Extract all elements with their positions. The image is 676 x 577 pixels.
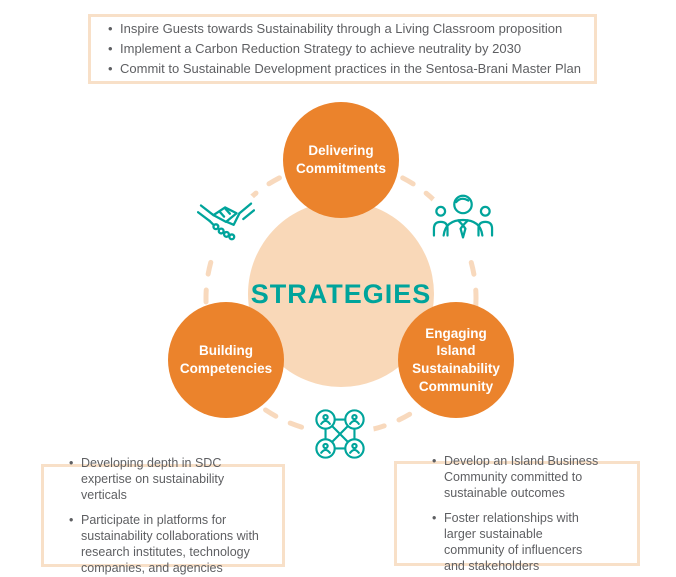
strategies-title: STRATEGIES [250, 278, 432, 309]
competency-bullet: Developing depth in SDC expertise on sus… [68, 455, 270, 503]
node-delivering-commitments: Delivering Commitments [283, 102, 399, 218]
node-label: Building Competencies [179, 343, 273, 376]
community-network-icon [306, 402, 374, 466]
community-bullet: Foster relationships with larger sustain… [431, 510, 603, 574]
competency-bullet: Participate in platforms for sustainabil… [68, 512, 270, 576]
node-label: Delivering Commitments [295, 143, 386, 176]
engaging-community-box: Develop an Island Business Community com… [394, 453, 640, 573]
handshake-icon [190, 186, 262, 252]
dashed-ring [203, 160, 479, 436]
commitment-bullet: Commit to Sustainable Development practi… [107, 59, 584, 79]
building-competencies-list: Developing depth in SDC expertise on sus… [68, 455, 270, 576]
node-building-competencies: Building Competencies [168, 302, 284, 418]
commitment-bullet: Inspire Guests towards Sustainability th… [107, 19, 584, 39]
commitments-list: Inspire Guests towards Sustainability th… [107, 19, 584, 79]
team-leader-icon [426, 186, 500, 252]
node-label: Engaging Island Sustainability Community [412, 325, 500, 394]
building-competencies-box: Developing depth in SDC expertise on sus… [41, 455, 285, 575]
commitments-box: Inspire Guests towards Sustainability th… [88, 14, 597, 84]
engaging-community-list: Develop an Island Business Community com… [431, 453, 603, 574]
node-engaging-island-community: Engaging Island Sustainability Community [398, 302, 514, 418]
commitment-bullet: Implement a Carbon Reduction Strategy to… [107, 39, 584, 59]
community-bullet: Develop an Island Business Community com… [431, 453, 603, 501]
